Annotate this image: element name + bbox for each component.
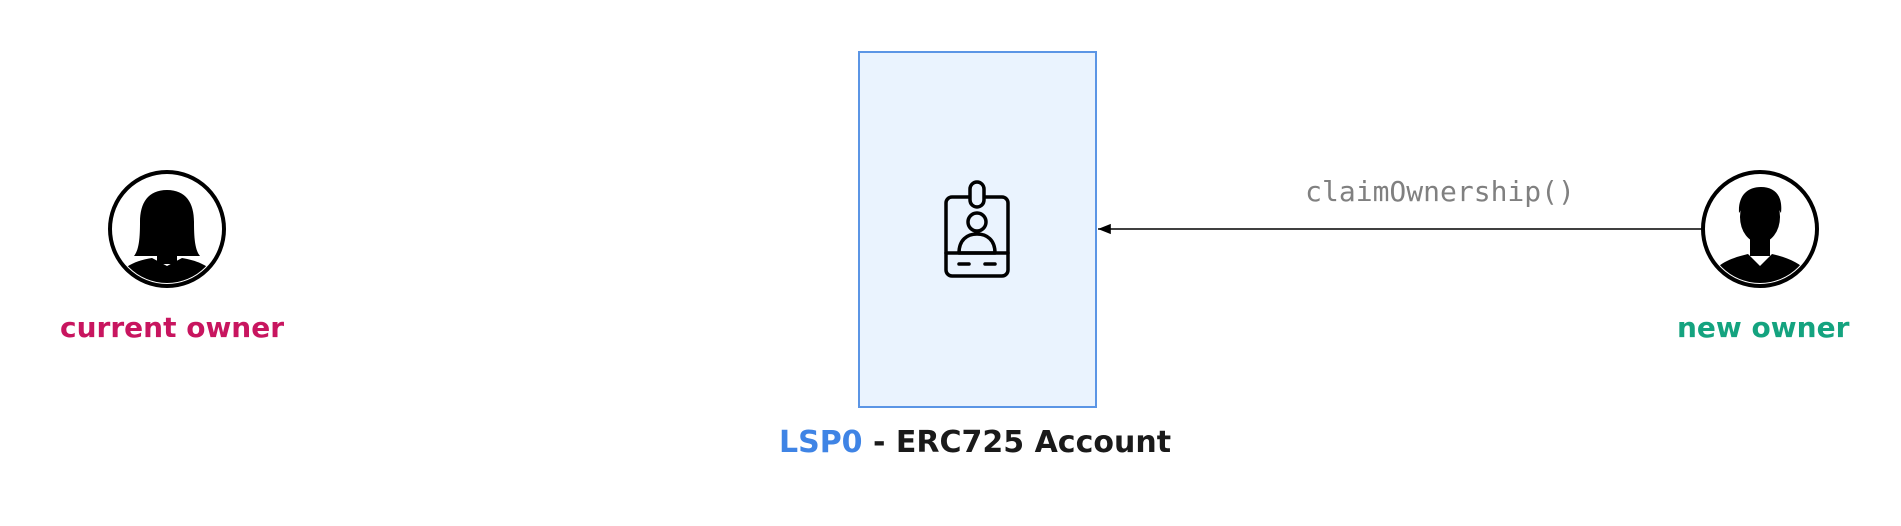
account-label-suffix: - ERC725 Account	[862, 425, 1172, 460]
account-label: LSP0 - ERC725 Account	[779, 425, 1171, 460]
claim-ownership-label: claimOwnership()	[1305, 175, 1575, 208]
woman-avatar-icon	[108, 170, 226, 288]
new-owner-label: new owner	[1677, 311, 1850, 344]
current-owner-label: current owner	[60, 311, 285, 344]
man-avatar-icon	[1701, 170, 1819, 288]
id-badge-icon	[944, 180, 1010, 278]
account-label-prefix: LSP0	[778, 425, 863, 460]
